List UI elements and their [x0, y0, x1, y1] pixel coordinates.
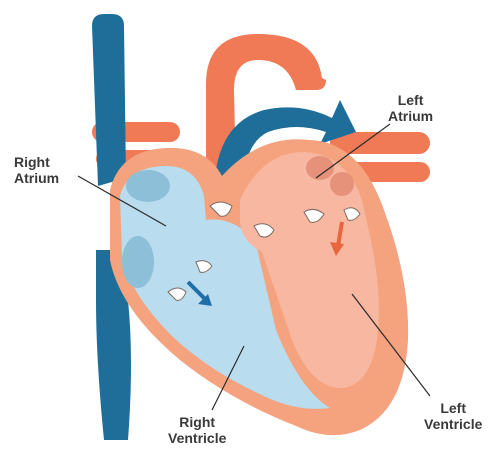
- ivc-opening: [122, 236, 154, 288]
- right-flow-arrow-shaft: [186, 280, 208, 302]
- pv-opening-2: [330, 172, 354, 196]
- svc-opening: [126, 170, 170, 202]
- pulmonary-valve: [209, 201, 233, 217]
- label-left-ventricle-line1: Left: [440, 400, 467, 416]
- right-chamber: [120, 166, 330, 409]
- label-right-ventricle-line1: Right: [179, 414, 216, 430]
- tricuspid-valve-2: [195, 260, 213, 273]
- pulmonary-vein-right-upper: [330, 132, 430, 154]
- inferior-vena-cava: [96, 250, 131, 440]
- label-right-ventricle: Right Ventricle: [168, 414, 226, 446]
- left-flow-arrow-shaft: [336, 221, 344, 247]
- pulmonary-trunk: [214, 100, 356, 200]
- leader-right-ventricle: [211, 345, 245, 411]
- leader-right-atrium: [77, 175, 167, 227]
- leader-left-ventricle: [351, 293, 431, 397]
- mitral-valve: [303, 208, 325, 223]
- label-right-atrium-line1: Right: [14, 154, 50, 170]
- tricuspid-valve: [167, 287, 187, 301]
- aorta: [206, 34, 326, 180]
- label-left-ventricle: Left Ventricle: [424, 400, 482, 432]
- flow-arrows: [186, 221, 344, 306]
- label-left-ventricle-line2: Ventricle: [424, 416, 483, 432]
- label-right-atrium: Right Atrium: [14, 154, 59, 186]
- leader-lines: [77, 123, 431, 411]
- aortic-valve: [253, 223, 275, 238]
- label-left-atrium-line2: Atrium: [388, 108, 434, 124]
- pv-opening-1: [306, 156, 334, 180]
- vena-cava: [92, 14, 131, 440]
- label-right-ventricle-line2: Ventricle: [168, 430, 227, 446]
- right-flow-arrow-head: [198, 294, 212, 306]
- superior-vena-cava: [92, 14, 126, 186]
- label-left-atrium-line1: Left: [397, 92, 424, 108]
- leader-left-atrium: [315, 123, 391, 179]
- left-flow-arrow-head: [330, 242, 344, 256]
- mitral-valve-2: [343, 207, 361, 221]
- label-left-atrium: Left Atrium: [388, 92, 433, 124]
- label-right-atrium-line2: Atrium: [14, 170, 60, 186]
- valves: [167, 201, 361, 301]
